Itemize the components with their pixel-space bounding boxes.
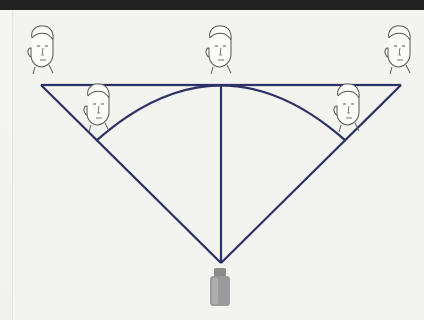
loudspeaker-icon <box>210 268 230 306</box>
listener-head-icon-top-right <box>385 26 410 74</box>
listener-head-icon-arc-left <box>84 84 109 132</box>
left-diagonal <box>41 85 221 263</box>
right-diagonal <box>221 85 401 263</box>
listener-head-icon-arc-right <box>334 84 359 132</box>
listener-head-icon-top-center <box>206 26 231 74</box>
listener-head-icon-top-left <box>28 26 53 74</box>
